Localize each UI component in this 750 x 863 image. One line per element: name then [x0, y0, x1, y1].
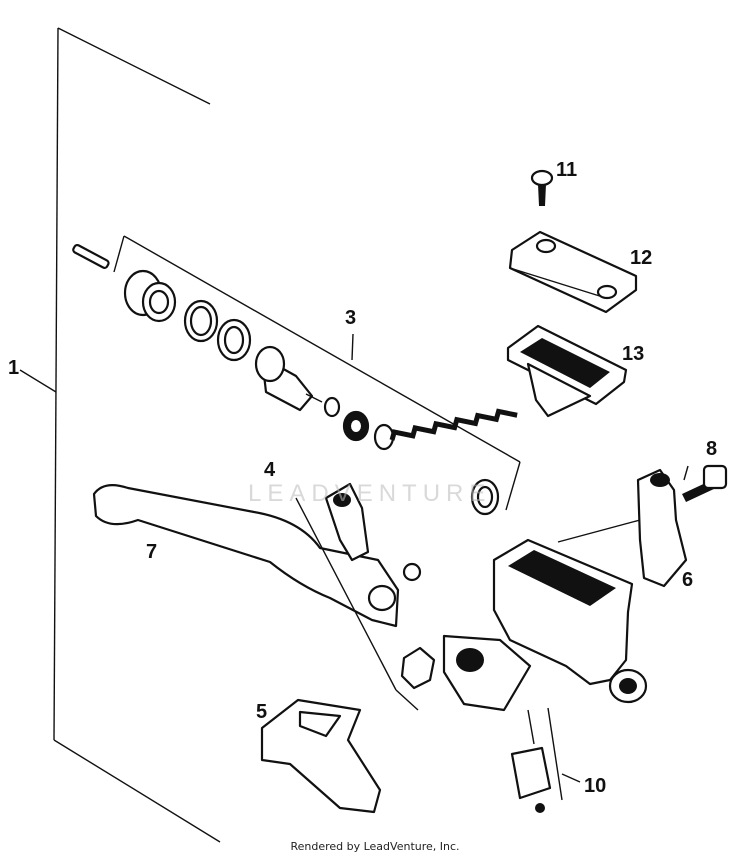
- handlebar-clamp: [557, 468, 688, 588]
- callout-10: 10: [584, 775, 606, 797]
- callout-11: 11: [556, 159, 577, 181]
- brake-lever: [92, 483, 422, 628]
- lever-cover: [260, 698, 382, 814]
- callout-7: 7: [146, 541, 157, 563]
- small-washer: [323, 396, 341, 418]
- callout-4: 4: [264, 459, 276, 481]
- callout-13: 13: [622, 343, 644, 365]
- callout-5: 5: [256, 701, 267, 723]
- ring-1: [183, 299, 219, 343]
- cup-seal: [123, 269, 177, 323]
- callout-12: 12: [630, 247, 652, 269]
- pin: [72, 243, 110, 269]
- piston-kit-bracket: [113, 235, 521, 511]
- piston-parts: [72, 243, 518, 516]
- brake-light-switch: [510, 707, 581, 813]
- callout-3: 3: [345, 307, 356, 329]
- reservoir-diaphragm: [506, 324, 628, 418]
- master-cylinder-body: [442, 538, 648, 712]
- spring-seat: [470, 478, 500, 516]
- ring-2: [216, 318, 252, 362]
- lever-adjuster: [295, 482, 436, 711]
- footer-credit: Rendered by LeadVenture, Inc.: [290, 840, 460, 853]
- reservoir-screw: [530, 169, 554, 206]
- reservoir-cap: [508, 230, 638, 314]
- seal-washer: [342, 410, 370, 442]
- watermark: LEADVENTURE: [248, 480, 492, 507]
- assembly-frame: [19, 27, 221, 843]
- callout-labels: 1 3 4 5 6 7 8 10 11 12 13: [8, 159, 717, 797]
- callout-6: 6: [682, 569, 693, 591]
- clamp-bolt: [682, 464, 728, 502]
- piston: [254, 345, 323, 412]
- spring: [373, 408, 518, 451]
- callout-1: 1: [8, 357, 19, 379]
- callout-leaders: [683, 465, 689, 481]
- callout-8: 8: [706, 438, 717, 460]
